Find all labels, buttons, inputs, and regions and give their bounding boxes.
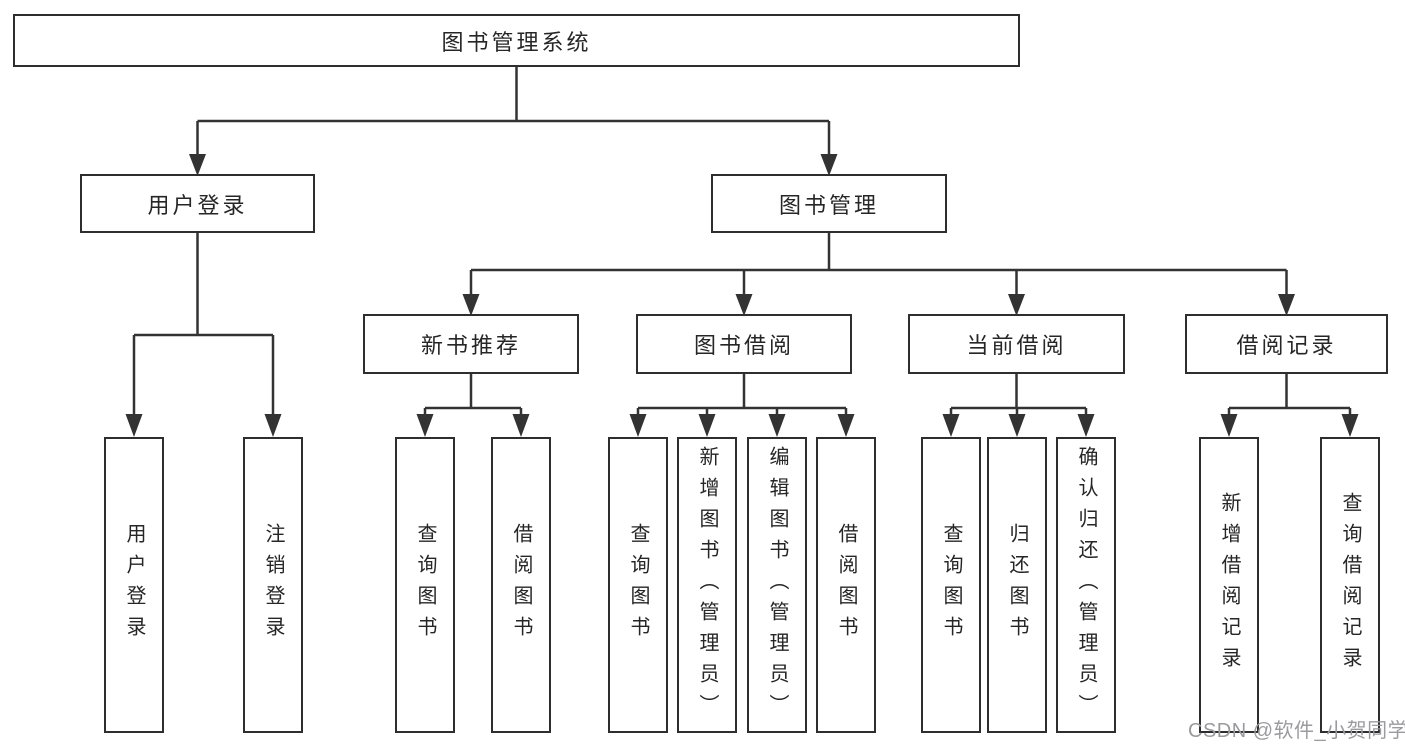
leaf-current-query-books: 查询图书 (921, 437, 981, 733)
leaf-borrow-edit-books-admin: 编辑图书（管理员） (747, 437, 807, 733)
leaf-logout-login: 注销登录 (243, 437, 303, 733)
leaf-borrow-add-books-admin: 新增图书（管理员） (677, 437, 737, 733)
leaf-current-return-books: 归还图书 (987, 437, 1047, 733)
leaf-current-confirm-return-admin: 确认归还（管理员） (1056, 437, 1116, 733)
leaf-recommend-borrow-books: 借阅图书 (491, 437, 551, 733)
node-book-management: 图书管理 (711, 174, 947, 233)
edge-current-borrow-children (949, 374, 1088, 415)
edge-new-book-recommend-children (423, 374, 523, 415)
node-new-book-recommend: 新书推荐 (363, 314, 579, 374)
edge-borrow-records-children (1227, 374, 1352, 415)
edge-book-management-children (469, 233, 1288, 296)
node-root: 图书管理系统 (13, 14, 1020, 67)
leaf-borrow-query-books: 查询图书 (608, 437, 668, 733)
node-user-login: 用户登录 (80, 174, 315, 233)
leaf-records-add-record: 新增借阅记录 (1199, 437, 1259, 733)
leaf-borrow-borrow-books: 借阅图书 (816, 437, 876, 733)
leaf-records-query-record: 查询借阅记录 (1320, 437, 1380, 733)
csdn-watermark: CSDN @软件_小贺同学 (1188, 720, 1405, 742)
leaf-recommend-query-books: 查询图书 (395, 437, 455, 733)
leaf-user-login: 用户登录 (104, 437, 164, 733)
edge-user-login-children (132, 233, 275, 415)
node-borrow-records: 借阅记录 (1185, 314, 1388, 374)
edge-book-borrow-children (636, 374, 848, 415)
node-book-borrow: 图书借阅 (636, 314, 852, 374)
node-current-borrow: 当前借阅 (908, 314, 1125, 374)
arrowheads (125, 154, 1359, 437)
edge-root-to-level2 (196, 67, 831, 156)
